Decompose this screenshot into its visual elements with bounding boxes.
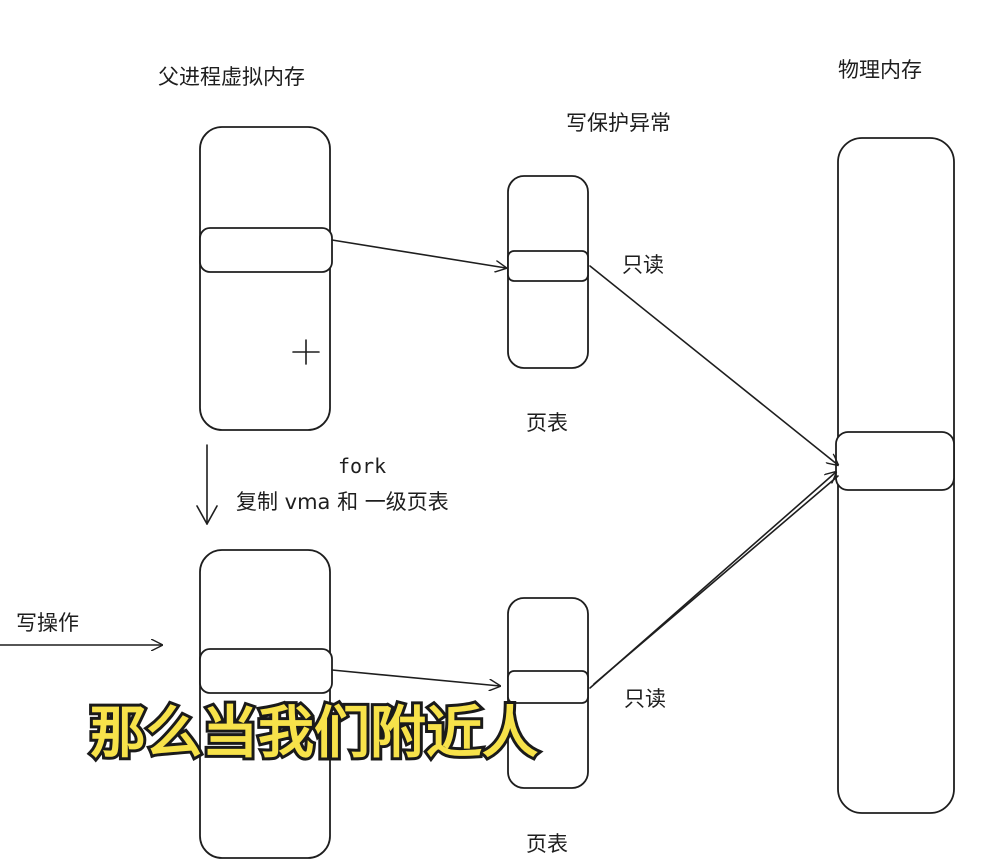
fork-down-arrowhead <box>196 505 218 525</box>
pagetable-top-to-physical-arrow <box>589 265 838 465</box>
physical-memory-title: 物理内存 <box>838 58 922 82</box>
vm-to-pagetable-bottom-arrow <box>331 669 500 686</box>
page-table-top-label: 页表 <box>526 411 568 435</box>
physical-memory-page <box>835 431 955 491</box>
copy-vma-label: 复制 vma 和 一级页表 <box>236 490 449 514</box>
write-op-label: 写操作 <box>16 611 79 635</box>
crosshair-cursor-icon <box>292 339 320 365</box>
parent-vm-title: 父进程虚拟内存 <box>158 65 305 89</box>
read-only-top-label: 只读 <box>622 253 664 277</box>
subtitle-caption: 那么当我们附近人 <box>90 701 538 766</box>
pagetable-bottom-to-physical-double-line <box>593 475 839 685</box>
parent-vm-box <box>199 126 331 431</box>
page-table-bottom-entry <box>507 670 589 704</box>
parent-vm-page <box>199 227 333 273</box>
child-vm-page <box>199 648 333 694</box>
page-table-bottom-label: 页表 <box>526 832 568 856</box>
write-protect-fault-label: 写保护异常 <box>566 111 671 135</box>
read-only-bottom-label: 只读 <box>624 687 666 711</box>
fork-label: fork <box>338 454 386 478</box>
child-vm-box <box>199 549 331 859</box>
vm-to-pagetable-top-arrow <box>331 239 506 268</box>
page-table-top-entry <box>507 250 589 282</box>
